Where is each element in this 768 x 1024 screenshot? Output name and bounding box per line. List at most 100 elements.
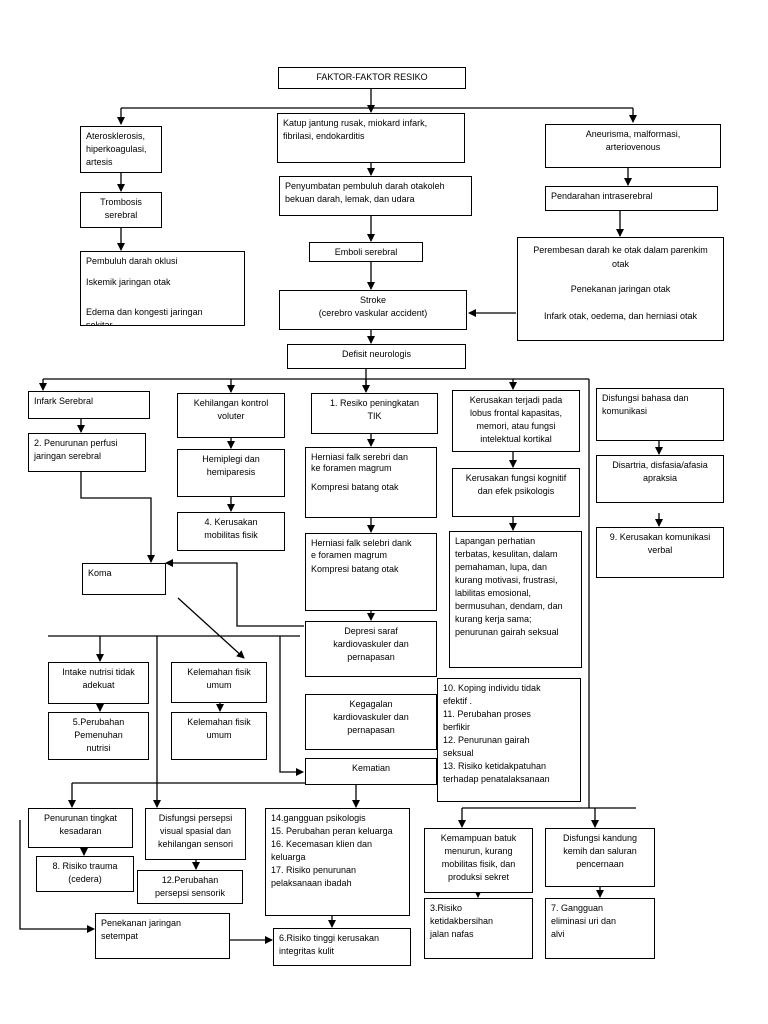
node-text: Disartria, disfasia/afasia [612, 460, 708, 470]
node-text: alvi [551, 929, 565, 939]
node-text: kehilangan sensori [157, 839, 234, 849]
node-trombosis: Trombosis serebral [80, 192, 162, 228]
node-text: produksi sekret [447, 872, 510, 882]
node-text: FAKTOR-FAKTOR RESIKO [316, 72, 428, 82]
node-text: Kehilangan kontrol [193, 398, 269, 408]
node-text: Aneurisma, malformasi, [585, 129, 681, 139]
node-text: Perembesan darah ke otak dalam parenkim [533, 245, 708, 255]
node-hemiplegi: Hemiplegi dan hemiparesis [177, 449, 285, 497]
node-text: 1. Resiko peningkatan [329, 398, 420, 408]
node-text: Intake nutrisi tidak [62, 667, 135, 677]
node-risiko-trauma: 8. Risiko trauma(cedera) [36, 856, 134, 892]
node-text: Iskemik jaringan otak [86, 277, 171, 287]
connector-arrow [19, 820, 95, 933]
node-text: Disfungsi persepsi [158, 813, 233, 823]
node-text: 3.Risiko [430, 903, 463, 913]
node-text: kesadaran [59, 826, 102, 836]
node-text: Katup jantung rusak, miokard infark, [283, 118, 428, 128]
node-text: mobilitas fisik, dan [441, 859, 516, 869]
node-aneurisma: Aneurisma, malformasi, arteriovenous [545, 124, 721, 168]
node-text: Lapangan perhatian [455, 536, 536, 546]
node-text: visual spasial dan [159, 826, 232, 836]
node-text: Kompresi batang otak [311, 482, 399, 492]
node-text: hemiparesis [206, 467, 256, 477]
node-text: Edema dan kongesti jaringan [86, 307, 203, 317]
node-text: integritas kulit [279, 946, 335, 956]
node-text: mobilitas fisik [204, 530, 258, 540]
node-text: otak [611, 259, 629, 269]
node-text: 15. Perubahan peran keluarga [271, 826, 393, 836]
node-text: Disfungsi kandung [562, 833, 638, 843]
node-text: 11. Perubahan proses [443, 709, 531, 719]
node-text: TIK [367, 411, 382, 421]
node-text: 14.gangguan psikologis [271, 813, 366, 823]
node-text: Pendarahan intraserebral [551, 191, 653, 201]
node-text: Koma [88, 568, 112, 578]
node-text: umum [206, 680, 232, 690]
node-text: Hemiplegi dan [202, 454, 260, 464]
node-text: jalan nafas [430, 929, 474, 939]
node-disfungsi-bahasa: Disfungsi bahasa dan komunikasi [596, 388, 724, 441]
node-text: 10. Koping individu tidak [443, 683, 541, 693]
node-text: penurunan gairah seksual [455, 627, 559, 637]
node-text: Herniasi falk selebri dank [311, 538, 412, 548]
node-text: berfikir [443, 722, 471, 732]
node-text: Trombosis [100, 197, 142, 207]
node-text: Kegagalan [349, 699, 393, 709]
node-stroke: Stroke(cerebro vaskular accident) [279, 290, 467, 330]
node-kematian: Kematian [305, 758, 437, 785]
node-text: arteriovenous [605, 142, 661, 152]
node-text: bermusuhan, dendam, dan [455, 601, 563, 611]
node-text: ketidakbersihan [430, 916, 494, 926]
node-text: Penekanan jaringan otak [570, 284, 671, 294]
node-text: artesis [86, 157, 113, 167]
node-text: persepsi sensorik [154, 888, 226, 898]
node-text: setempat [101, 931, 139, 941]
node-text: 12. Penurunan gairah [443, 735, 530, 745]
node-text: serebral [104, 210, 138, 220]
node-text: hiperkoagulasi, [86, 144, 147, 154]
node-text: kardiovaskuler dan [333, 639, 409, 649]
node-text: (cerebro vaskular accident) [318, 308, 428, 318]
node-gangguan-psikologis: 14.gangguan psikologis 15. Perubahan pera… [265, 808, 410, 916]
node-text: ke foramen magrum [311, 463, 392, 473]
node-text: keluarga [271, 852, 306, 862]
node-katup: Katup jantung rusak, miokard infark,fibr… [277, 113, 465, 163]
node-text: komunikasi [602, 406, 648, 416]
node-text: kardiovaskuler dan [333, 712, 409, 722]
connector-arrow [80, 472, 155, 563]
node-text: Emboli serebral [334, 247, 398, 257]
node-text: labilitas emosional, [455, 588, 532, 598]
connector-arrow [177, 597, 245, 659]
node-text: Defisit neurologis [341, 349, 412, 359]
node-text: Kerusakan fungsi kognitif [465, 473, 567, 483]
node-text: Pembuluh darah oklusi [86, 256, 178, 266]
node-text: pernapasan [347, 652, 395, 662]
node-text: Herniasi falk serebri dan [311, 452, 409, 462]
node-text: Disfungsi bahasa dan [602, 393, 689, 403]
node-text: pencernaan [576, 859, 624, 869]
node-text: pemahaman, lupa, dan [455, 562, 548, 572]
node-text: pelaksanaan ibadah [271, 878, 352, 888]
node-text: Kerusakan terjadi pada [469, 395, 563, 405]
node-text: sekitar [86, 320, 113, 326]
node-text: Pemenuhan [74, 730, 123, 740]
node-text: 17. Risiko penurunan [271, 865, 357, 875]
node-perembesan: Perembesan darah ke otak dalam parenkim o… [517, 237, 724, 341]
node-text: Kompresi batang otak [311, 564, 399, 574]
